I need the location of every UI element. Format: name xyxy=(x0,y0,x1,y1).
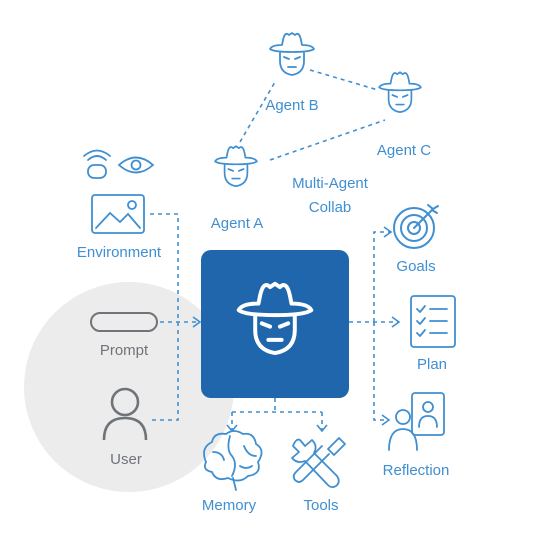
tools-label: Tools xyxy=(303,497,339,514)
agent-c-label: Agent C xyxy=(376,142,432,159)
sensor-wave-icon xyxy=(83,149,111,179)
eye-icon xyxy=(117,156,155,174)
multi-agent-line1: Multi-Agent xyxy=(292,175,368,192)
multi-agent-collab-label: Multi-Agent Collab xyxy=(292,172,368,220)
prompt-pill-icon xyxy=(90,312,158,332)
agent-a-icon xyxy=(214,145,258,188)
agent-b-label: Agent B xyxy=(265,97,319,114)
link-agent-a-c xyxy=(269,119,386,161)
user-icon xyxy=(102,387,148,441)
user-label: User xyxy=(110,451,142,468)
environment-icons xyxy=(83,149,155,234)
brain-icon xyxy=(203,430,263,491)
agent-c-icon xyxy=(378,71,422,114)
agent-a-label: Agent A xyxy=(210,215,264,232)
wrench-screwdriver-icon xyxy=(291,437,346,489)
agent-b-icon xyxy=(269,32,315,76)
image-icon xyxy=(91,194,145,234)
link-goals xyxy=(373,231,390,322)
memory-label: Memory xyxy=(201,497,257,514)
environment-label: Environment xyxy=(76,244,162,261)
checklist-icon xyxy=(410,295,456,348)
prompt-label: Prompt xyxy=(99,342,149,359)
center-agent-icon xyxy=(236,281,314,356)
link-env-user xyxy=(150,213,179,421)
connector-lines xyxy=(150,69,398,430)
goals-label: Goals xyxy=(396,258,436,275)
multi-agent-line2: Collab xyxy=(308,199,352,216)
person-mirror-icon xyxy=(388,392,445,451)
user-highlight-circle xyxy=(24,282,234,492)
link-agent-b-c xyxy=(309,69,379,91)
target-arrow-icon xyxy=(393,204,439,249)
central-agent-box xyxy=(201,250,349,398)
reflection-label: Reflection xyxy=(382,462,450,479)
link-agent-a-b xyxy=(239,81,276,143)
link-reflection xyxy=(373,322,388,421)
link-memory-tools xyxy=(231,398,323,430)
plan-label: Plan xyxy=(416,356,448,373)
